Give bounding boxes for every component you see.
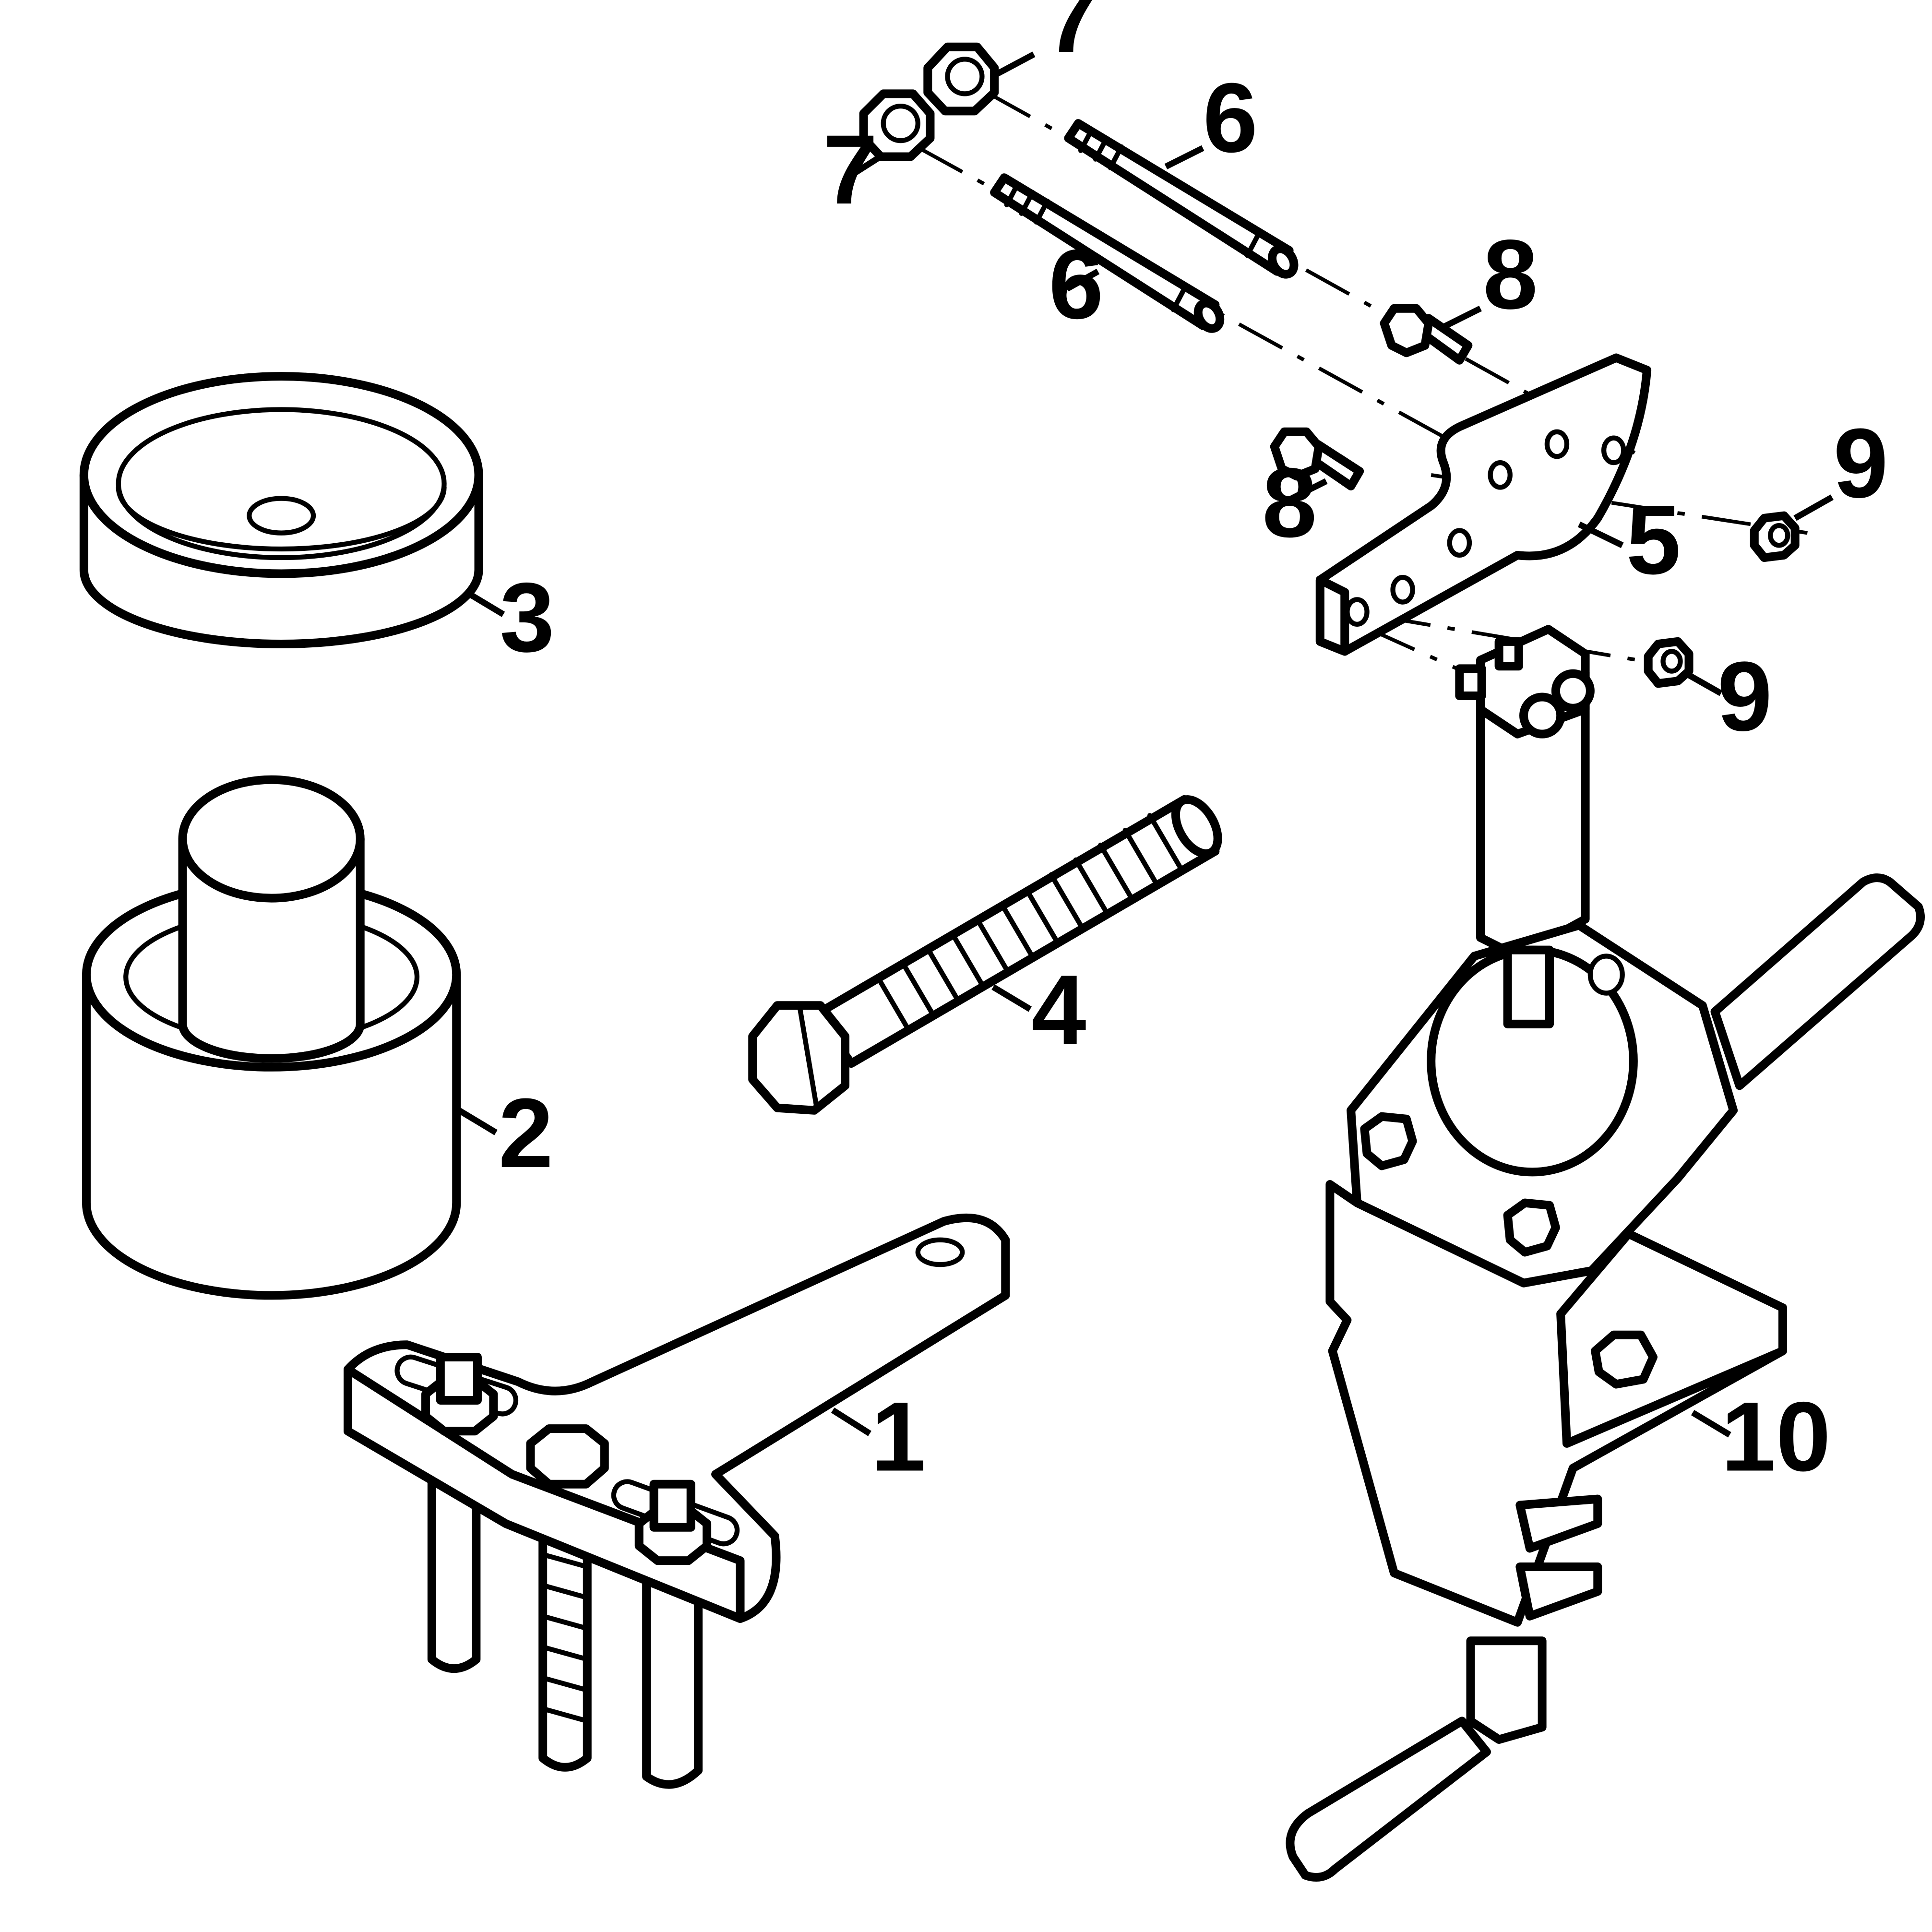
callout-9-upper: 9 (1833, 408, 1888, 518)
stud-6-upper (1064, 119, 1299, 279)
leader-2 (457, 1108, 498, 1135)
leader-3 (465, 589, 505, 617)
callout-3: 3 (500, 562, 554, 672)
leader-6b (1065, 268, 1100, 292)
bolt-hex-head (748, 1001, 850, 1115)
fixture-top-pin-2 (1494, 637, 1523, 671)
plate-hole-3 (1447, 528, 1472, 558)
leader-6a (1164, 145, 1205, 169)
fixture-clamp-jaw (1556, 1229, 1787, 1448)
fixture-plate-bolt-bottom (1503, 1198, 1560, 1257)
fixture-plate-bolt-left (1360, 1112, 1417, 1170)
dash-line-lower (1381, 615, 1660, 666)
plate-body (1315, 353, 1652, 656)
fixture-shaft (1503, 945, 1554, 1028)
callout-8-upper: 8 (1483, 219, 1538, 330)
stud-6-lower (990, 173, 1225, 333)
leader-9b (1682, 669, 1723, 696)
puller-stud-right (649, 1479, 695, 1532)
bolt-head-facet (797, 1003, 820, 1110)
part-4-threaded-bolt (748, 795, 1222, 1115)
puller-leg-right (642, 1562, 703, 1789)
cup-inner-rim (116, 407, 447, 561)
cup-inner-floor (116, 485, 447, 552)
nut-7-lower (859, 89, 935, 161)
fixture-lower-handle (1286, 1717, 1491, 1882)
plate-edge (1315, 575, 1349, 656)
nut-9-upper (1750, 511, 1800, 562)
fixture-upper-lever (1710, 873, 1925, 1090)
callout-6-lower: 6 (1049, 229, 1103, 339)
part-7-nuts (859, 42, 999, 161)
puller-center-bolt-head (526, 1424, 609, 1489)
part-5-plate (1315, 353, 1652, 656)
plate-hole-1 (1345, 597, 1370, 627)
leader-8b (1288, 478, 1328, 502)
nut-7-upper (923, 42, 999, 116)
leader-10 (1691, 1410, 1731, 1438)
dash-line-right (1431, 473, 1808, 535)
fixture-clamp-screw (1466, 1636, 1547, 1744)
fixture-body-bolt (1591, 1330, 1658, 1389)
plate-hole-4 (1488, 460, 1513, 490)
part-2-sleeve-mandrel (82, 775, 461, 1300)
callout-8-lower: 8 (1262, 447, 1317, 558)
leader-5 (1577, 521, 1624, 549)
leader-1 (831, 1407, 871, 1436)
fixture-main-body (1325, 1180, 1787, 1627)
callout-7-upper: 7 (1045, 0, 1100, 73)
part-3-press-cup (79, 372, 483, 648)
part-8-bolts (1270, 304, 1473, 490)
fixture-slot-upper (1515, 1494, 1602, 1553)
fixture-plate-hole (1587, 954, 1625, 996)
bolt-8-lower (1270, 427, 1364, 490)
puller-end-hole (915, 1237, 965, 1267)
leader-9a (1793, 494, 1834, 521)
plate-hole-5 (1544, 429, 1570, 459)
callout-4: 4 (1031, 954, 1086, 1065)
leader-8a (1442, 305, 1482, 330)
plate-hole-6 (1601, 435, 1626, 465)
callout-6-upper: 6 (1203, 62, 1258, 173)
nut-9-lower (1644, 637, 1693, 688)
fixture-top-pin-1 (1455, 664, 1486, 700)
part-1-puller (343, 1213, 1010, 1789)
leader-7b (849, 155, 880, 178)
callout-1: 1 (871, 1381, 926, 1491)
callout-9-lower: 9 (1717, 641, 1772, 751)
puller-leg-center (538, 1513, 592, 1772)
callout-7-lower: 7 (823, 114, 878, 225)
callout-5: 5 (1626, 484, 1681, 595)
cup-center-hole (247, 496, 316, 536)
leader-lines (457, 51, 1834, 1438)
plate-hole-2 (1390, 575, 1415, 605)
bolt-8-upper (1380, 304, 1473, 365)
callout-10: 10 (1721, 1381, 1831, 1491)
part-10-fixture (1286, 625, 1925, 1882)
callout-2: 2 (499, 1078, 553, 1188)
leader-7a (995, 51, 1036, 77)
fixture-slot-lower (1515, 1562, 1602, 1621)
callout-labels: 7 7 6 6 8 8 9 9 5 3 2 4 1 10 (499, 0, 1888, 1491)
bolt-tip (1171, 795, 1222, 858)
leader-4 (991, 984, 1032, 1012)
bolt-threads (876, 813, 1182, 1032)
puller-frame-side (343, 1365, 745, 1623)
puller-stud-left (436, 1352, 482, 1405)
fixture-socket-screw-1 (1519, 692, 1565, 739)
center-leg-threads (540, 1552, 590, 1724)
fixture-socket-screw-2 (1551, 669, 1595, 713)
part-9-nuts (1644, 511, 1800, 688)
puller-leg-left (427, 1476, 481, 1673)
mandrel-top (178, 775, 365, 903)
part-6-studs (990, 119, 1299, 333)
